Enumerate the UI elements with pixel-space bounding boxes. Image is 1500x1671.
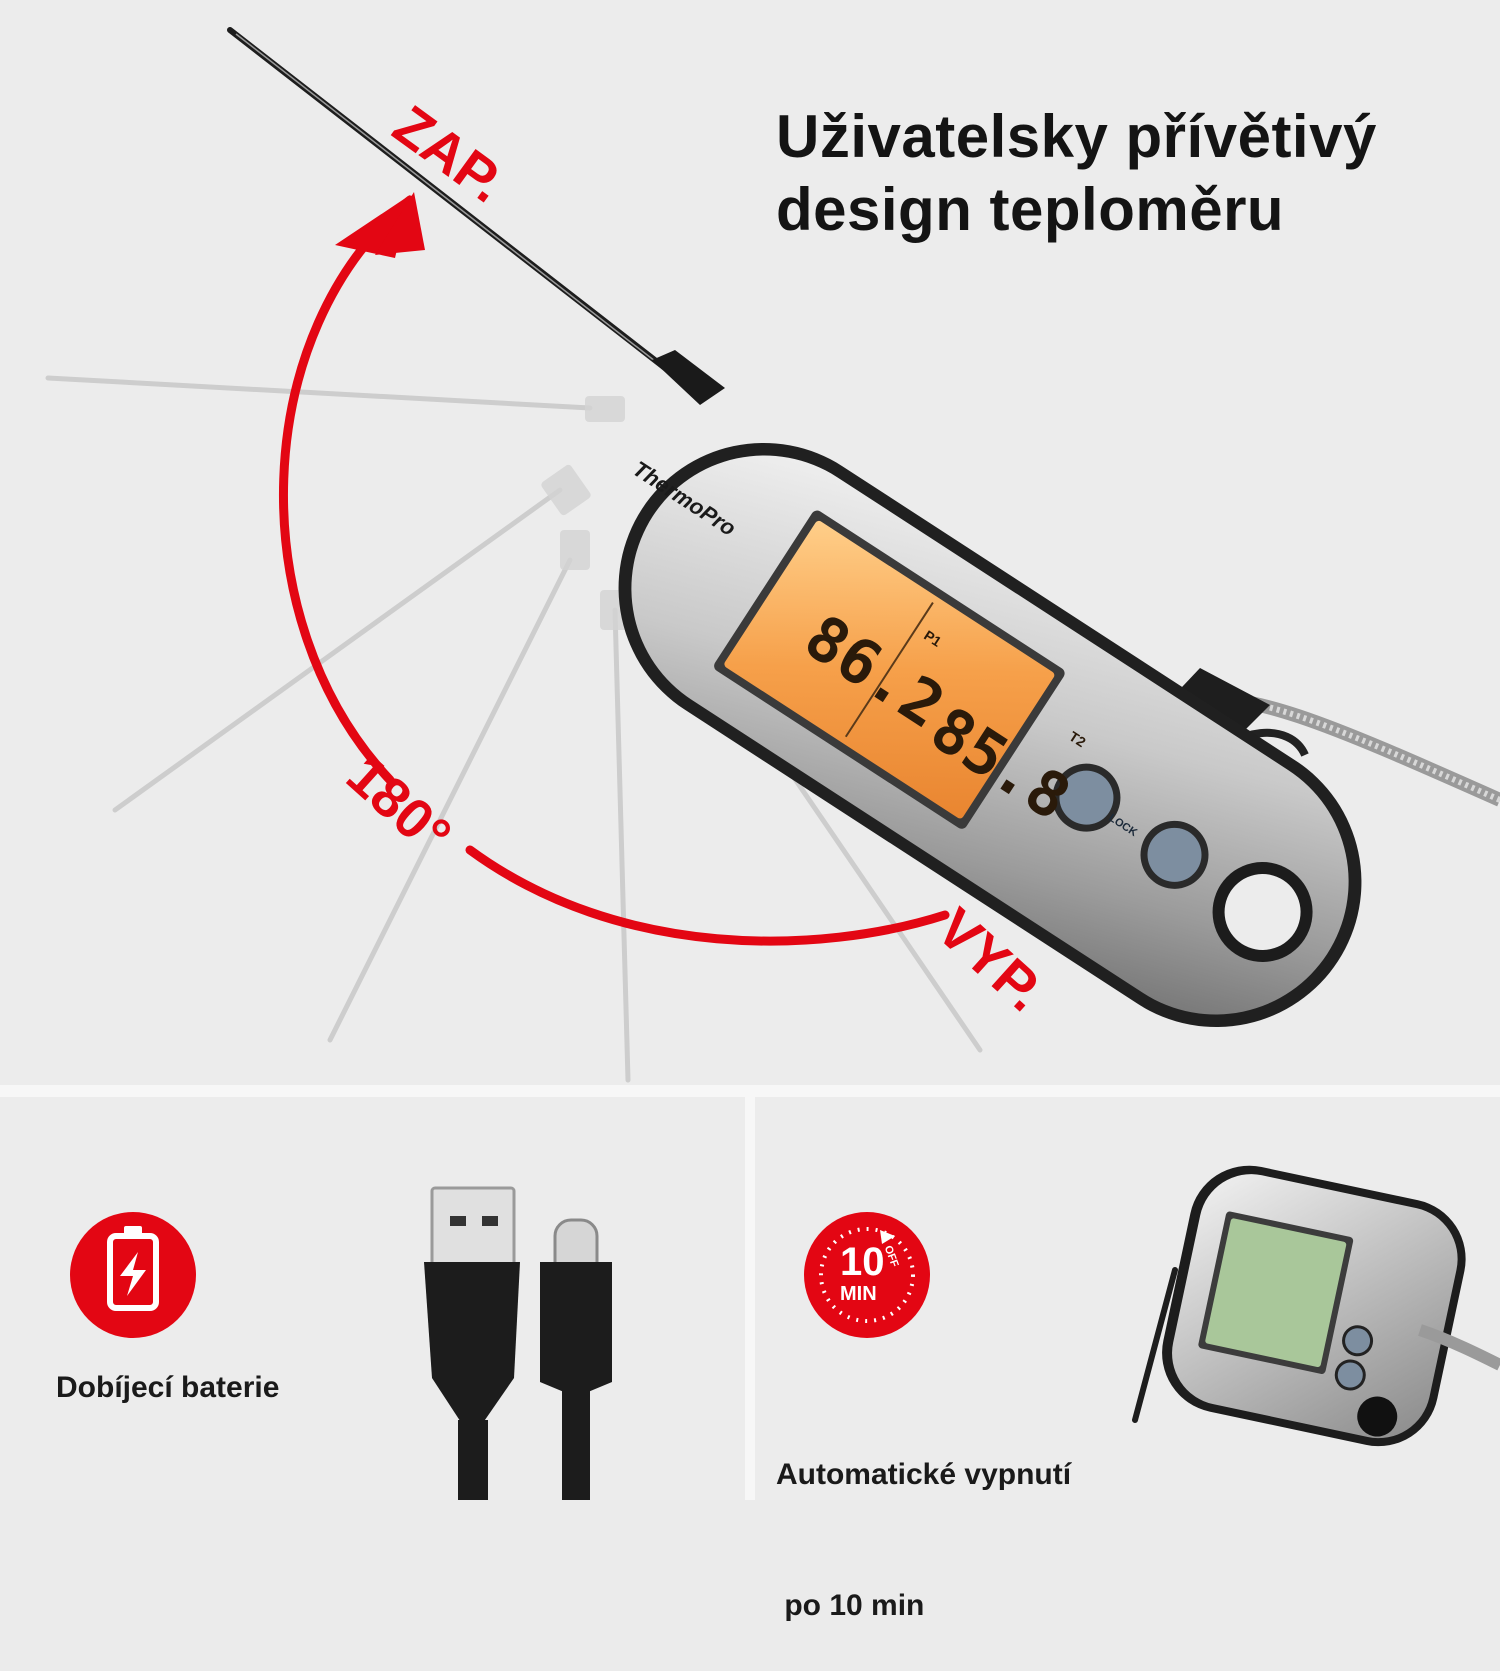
auto-off-timer-icon — [804, 1212, 930, 1338]
timer-value: 10 — [840, 1240, 885, 1284]
usb-cable-illustration — [424, 1186, 612, 1500]
thermometer-illustration — [45, 27, 1500, 1500]
auto-off-caption-line-2: po 10 min — [776, 1588, 925, 1622]
timer-unit: MIN — [840, 1283, 877, 1305]
small-thermometer — [1162, 1165, 1466, 1447]
feature-battery-label: Dobíjecí baterie — [56, 1366, 279, 1410]
title-line-2: design teploměru — [776, 176, 1285, 244]
feature-auto-off-label: Automatické vypnutí po 10 min — [776, 1366, 1071, 1671]
thermometer-body — [618, 442, 1362, 1028]
battery-caption: Dobíjecí baterie — [56, 1371, 280, 1404]
power-button[interactable] — [1176, 853, 1226, 903]
probe-needle — [227, 27, 725, 405]
panel-divider — [0, 1085, 1500, 1097]
title-line-1: Uživatelsky přívětivý — [776, 103, 1377, 170]
auto-off-caption-line-1: Automatické vypnutí — [776, 1458, 1072, 1491]
battery-charging-icon — [70, 1212, 196, 1338]
panel-divider-vertical — [745, 1097, 755, 1500]
ghost-probes — [45, 375, 983, 1083]
page-title: Uživatelsky přívětivý design teploměru — [776, 100, 1476, 246]
